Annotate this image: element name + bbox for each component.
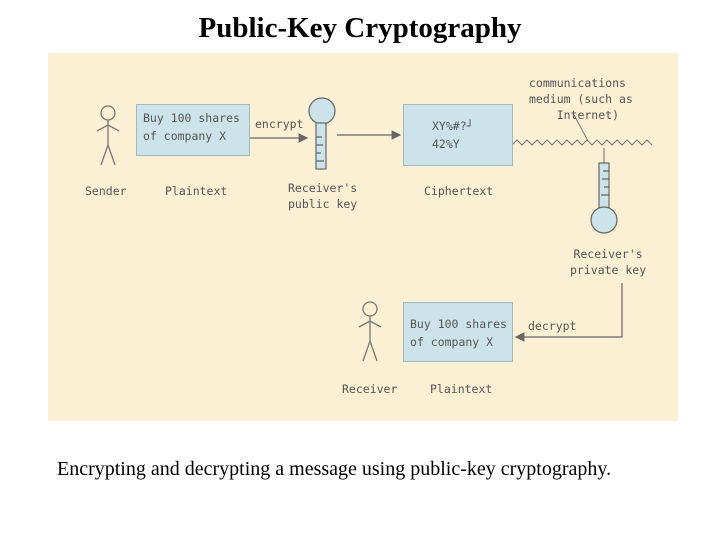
decrypt-flow-line [514,283,623,342]
medium-leader-line [572,112,589,142]
private-key-icon [590,162,618,234]
decrypt-label: decrypt [528,319,577,333]
sender-figure-icon [96,105,120,166]
receiver-figure-icon [358,301,382,362]
encrypt-label: encrypt [255,117,304,131]
communications-medium-label: communications medium (such as Internet) [529,76,633,122]
receiver-label: Receiver [342,382,398,396]
plaintext-label-top: Plaintext [165,184,228,198]
diagram-graphics [96,97,653,362]
plaintext-message-top: Buy 100 shares of company X [143,111,240,143]
ciphertext-message: XY%#?┘ 42%Y [432,119,474,151]
public-key-label: Receiver's public key [288,181,358,211]
public-key-icon [308,97,336,170]
ciphertext-label: Ciphertext [424,184,494,198]
plaintext-box-top: Buy 100 shares of company X [136,104,250,156]
communications-medium-line [511,139,653,146]
slide-title: Public-Key Cryptography [198,12,522,44]
ciphertext-box: XY%#?┘ 42%Y [403,104,513,166]
plaintext-label-bottom: Plaintext [430,382,493,396]
plaintext-message-bottom: Buy 100 shares of company X [410,317,507,349]
diagram-panel: Buy 100 shares of company X XY%#?┘ 42%Y … [48,53,678,421]
sender-label: Sender [85,184,127,198]
caption: Encrypting and decrypting a message usin… [57,458,612,480]
private-key-label: Receiver's private key [570,247,647,277]
plaintext-box-bottom: Buy 100 shares of company X [403,302,513,362]
